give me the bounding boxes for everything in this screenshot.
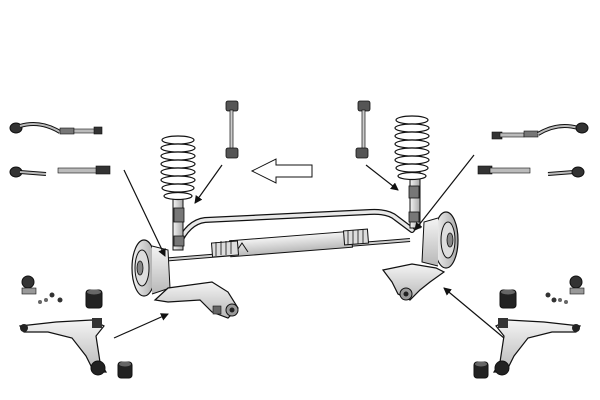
stabilizer-link-left <box>225 100 239 159</box>
tie-rod-end-right-lower <box>477 165 585 178</box>
bushing-left <box>85 289 103 309</box>
direction-arrow-icon <box>250 158 313 184</box>
right-lower-arm-installed <box>381 263 446 301</box>
right-hub <box>421 211 459 269</box>
bushing-right <box>499 289 517 309</box>
left-coil-spring <box>160 135 196 201</box>
ball-joint-right <box>545 275 585 304</box>
tie-rod-end-left-upper <box>9 122 103 135</box>
tie-rod-end-left-lower <box>9 165 111 178</box>
ball-joint-left <box>21 275 63 304</box>
lower-control-arm-right <box>492 318 582 376</box>
steering-rack <box>159 228 411 262</box>
right-coil-spring <box>394 115 430 181</box>
central-assembly <box>131 115 459 319</box>
stabilizer-link-right <box>355 100 371 159</box>
tie-rod-end-right-upper <box>491 122 589 140</box>
left-strut <box>160 135 196 251</box>
bushing-right-2 <box>473 361 489 379</box>
rack-boot-right <box>342 228 370 246</box>
anti-roll-bar <box>175 208 415 248</box>
right-strut <box>394 115 430 229</box>
lower-control-arm-left <box>18 318 108 376</box>
left-lower-arm-installed <box>153 281 239 319</box>
callout-arrow-icon <box>113 154 505 339</box>
bushing-left-2 <box>117 361 133 379</box>
left-hub <box>131 239 171 297</box>
rack-boot-left <box>210 240 249 258</box>
